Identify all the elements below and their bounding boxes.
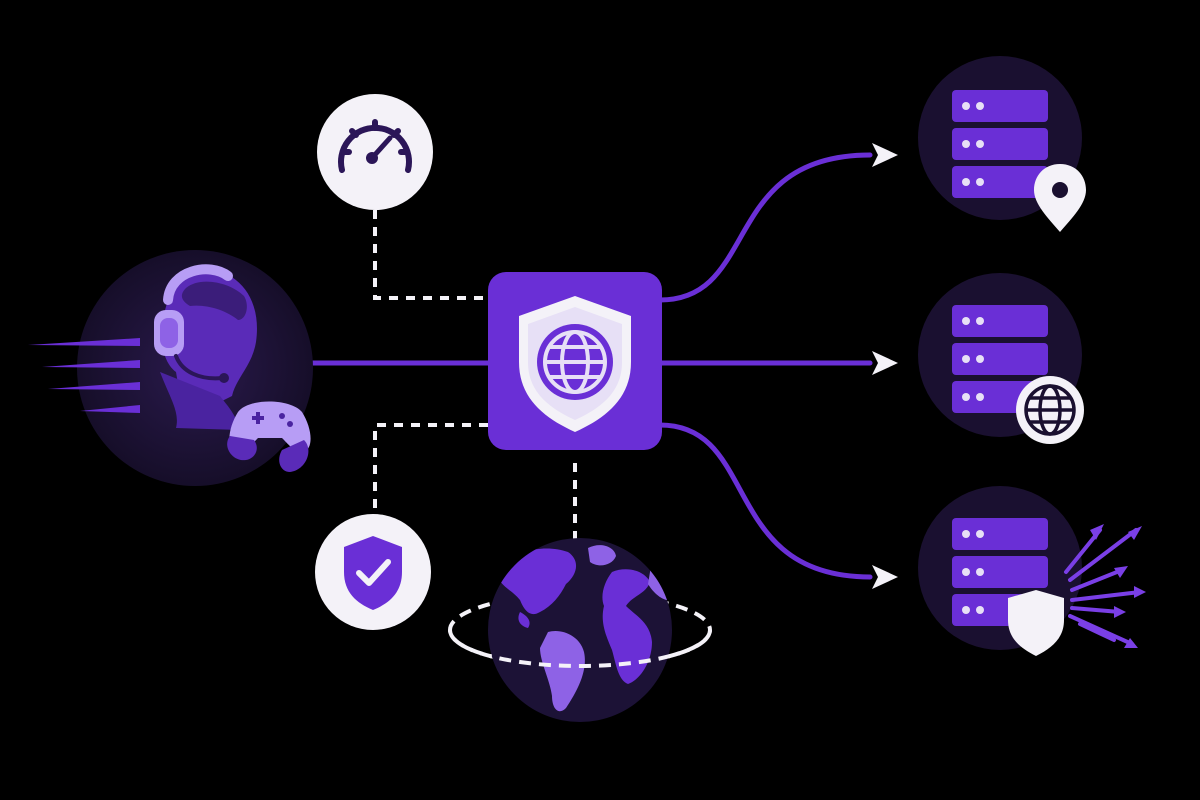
server-node-middle <box>918 273 1084 444</box>
gamer-headset-controller-icon <box>154 264 311 472</box>
shield-deflect-arrows-icon <box>1008 524 1146 656</box>
speed-node <box>317 94 433 210</box>
hub-to-server-top-line <box>657 152 873 303</box>
gamer-node <box>28 250 313 486</box>
arrowhead-top <box>872 143 898 167</box>
globe-icon <box>1016 376 1084 444</box>
world-globe-orbit-icon <box>498 545 672 712</box>
shield-check-icon <box>344 536 402 610</box>
globe-node <box>448 538 712 722</box>
speed-lines-icon <box>28 338 140 413</box>
hub-to-server-bottom-line <box>657 422 873 580</box>
security-node <box>315 514 431 630</box>
orbit-front <box>448 629 712 669</box>
shield-globe-icon <box>537 324 613 400</box>
arrowhead-bottom <box>872 565 898 589</box>
server-node-top <box>918 56 1086 232</box>
speed-to-hub-dashed <box>373 210 488 300</box>
hub-node <box>488 272 662 450</box>
check-mark <box>356 559 391 586</box>
server-node-bottom <box>918 486 1146 656</box>
connectors <box>307 143 898 589</box>
hub-to-security-dashed <box>373 423 488 515</box>
server-stack-icon <box>952 90 1048 198</box>
location-pin-icon <box>1034 164 1086 232</box>
arrowhead-middle <box>872 351 898 375</box>
